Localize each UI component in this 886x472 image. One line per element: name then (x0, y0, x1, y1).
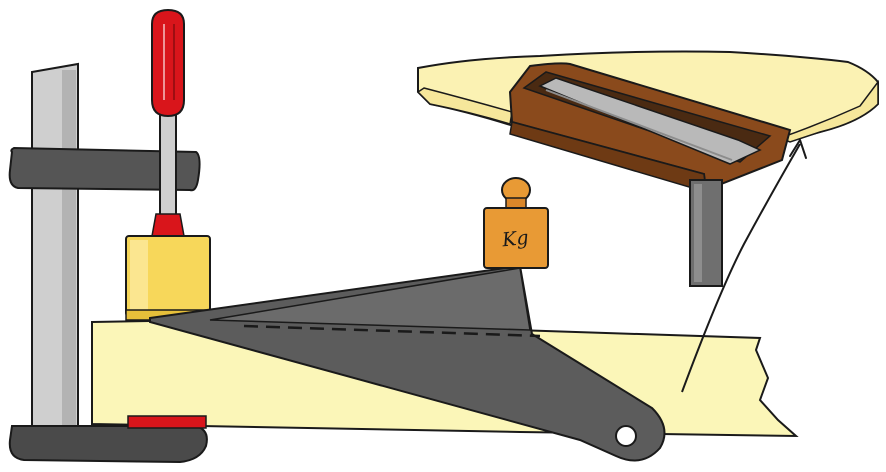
pivot-hole (615, 425, 637, 447)
clamp-bottom-pad (127, 415, 207, 429)
cutting-blade-icon (538, 77, 762, 165)
blade-edge (545, 89, 733, 161)
clamp-swivel (151, 213, 185, 237)
screwdriver-handle-icon (151, 8, 185, 118)
clamp-screw (159, 111, 177, 217)
lever-plate (149, 264, 666, 462)
arrow-head-icon (789, 139, 807, 159)
hidden-edge-line (243, 324, 541, 338)
clamp-bar-shadow (62, 70, 76, 430)
clamp-top-jaw (8, 146, 201, 192)
kilogram-weight-icon: Kg (483, 177, 549, 269)
direction-arrow (681, 139, 807, 393)
bar-clamp-icon (8, 8, 211, 464)
lever-top-face (209, 267, 531, 331)
clamp-bottom-jaw (8, 425, 208, 464)
weight-body (483, 207, 549, 269)
board-with-slot (416, 50, 879, 287)
weight-label: Kg (500, 227, 530, 252)
support-post-highlight (694, 184, 702, 282)
arrow-shaft (681, 143, 801, 393)
